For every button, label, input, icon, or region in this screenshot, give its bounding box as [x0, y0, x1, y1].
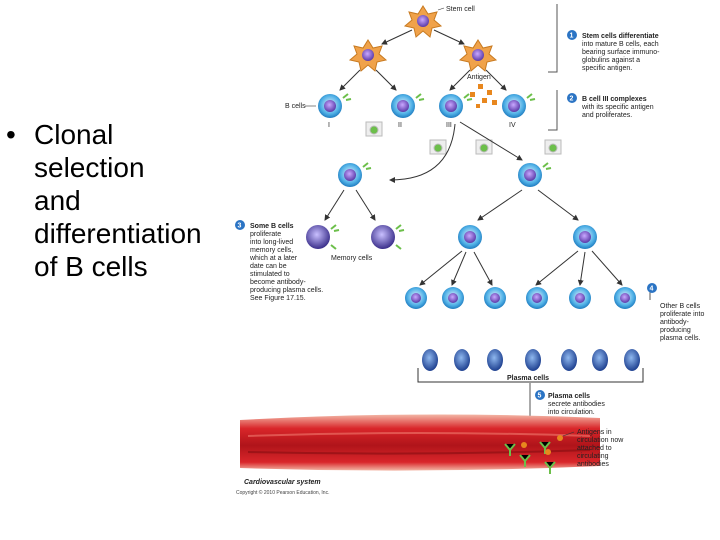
antigens-note-line: antibodies [577, 461, 609, 468]
bullet-lines: Clonal selection and differentiation of … [34, 118, 202, 283]
roman-label-4: IV [509, 122, 516, 129]
step-3-line: which at a later [249, 255, 298, 262]
antigens-note-line: Antigens in [577, 429, 612, 436]
copyright-text: Copyright © 2010 Pearson Education, Inc. [236, 489, 329, 496]
stem-cell-top [403, 5, 443, 38]
roman-label-1: I [328, 122, 330, 129]
memory-cells [306, 224, 405, 250]
step-1-line: Stem cells differentiate [582, 33, 659, 40]
step-3-line: into long-lived [250, 239, 293, 246]
step-3-line: producing plasma cells. [250, 287, 323, 294]
b-cell-branch-left [338, 162, 372, 187]
memory-cells-label: Memory cells [331, 255, 373, 262]
step-4-callout: 4 Other B cells proliferate into antibod… [647, 283, 704, 342]
bullet-line: of B cells [34, 251, 148, 282]
plasma-cells [422, 349, 640, 371]
step-2-line: B cell III complexes [582, 96, 647, 103]
step-2-callout: 2 B cell III complexes with its specific… [567, 93, 654, 119]
step-5-number: 5 [538, 393, 542, 400]
step-4-number: 4 [650, 286, 654, 293]
bullet-line: Clonal [34, 119, 114, 150]
step-3-number: 3 [238, 223, 242, 230]
step-3-line: stimulated to [250, 271, 290, 278]
antigens-note-line: circulating [577, 453, 609, 460]
antigen-label: Antigen [467, 74, 491, 81]
antigen-bound [521, 435, 563, 455]
receptor-icons [365, 121, 562, 155]
step-3-line: proliferate [250, 231, 281, 238]
bullet-line: differentiation [34, 218, 202, 249]
step-5-line: Plasma cells [548, 393, 590, 400]
step-5-line: secrete antibodies [548, 401, 605, 408]
bullet-line: selection [34, 152, 145, 183]
step-3-line: Some B cells [250, 223, 294, 230]
step-1-callout: 1 Stem cells differentiate into mature B… [567, 30, 660, 72]
circulating-antibodies [504, 441, 556, 474]
step-3-line: See Figure 17.15. [250, 295, 306, 302]
step-1-line: into mature B cells, each [582, 41, 659, 48]
bullet-line: and [34, 185, 81, 216]
step-2-line: and proliferates. [582, 112, 632, 119]
b-cell-fourth-row [405, 287, 636, 309]
step-3-line: memory cells, [250, 247, 293, 254]
antigen-particles [470, 84, 497, 108]
roman-label-3: III [446, 122, 452, 129]
antigens-note-line: attached to [577, 445, 612, 452]
step-4-line: proliferate into [660, 311, 704, 318]
stem-cell-left [348, 39, 388, 72]
step-3-line: become antibody- [250, 279, 306, 286]
step-3-callout: 3 Some B cells proliferate into long-liv… [235, 220, 323, 302]
cardio-label: Cardiovascular system [244, 479, 321, 486]
step-2-number: 2 [570, 96, 574, 103]
step-4-line: plasma cells. [660, 335, 701, 342]
step-4-line: Other B cells [660, 303, 701, 310]
b-cell-row [318, 93, 536, 118]
stem-cell-label: Stem cell [446, 6, 475, 13]
roman-label-2: II [398, 122, 402, 129]
step-2-line: with its specific antigen [581, 104, 654, 111]
step-1-line: specific antigen. [582, 65, 632, 72]
step-5-line: into circulation. [548, 409, 595, 416]
step-4-line: producing [660, 327, 691, 334]
step-3-line: date can be [250, 263, 287, 270]
step-4-line: antibody- [660, 319, 689, 326]
b-cell-branch-right [518, 162, 552, 187]
step-1-line: bearing surface immuno- [582, 49, 660, 56]
step-5-callout: 5 Plasma cells secrete antibodies into c… [535, 390, 605, 416]
b-cell-third-row [458, 225, 597, 249]
antigens-note: Antigens in circulation now attached to … [562, 429, 624, 468]
antigens-note-line: circulation now [577, 437, 624, 444]
plasma-cells-label: Plasma cells [507, 375, 549, 382]
step-1-line: globulins against a [582, 57, 640, 64]
stem-cell-right [458, 39, 498, 72]
b-cells-label: B cells [285, 103, 306, 110]
bullet-dot: • [6, 119, 16, 150]
step-1-number: 1 [570, 33, 574, 40]
